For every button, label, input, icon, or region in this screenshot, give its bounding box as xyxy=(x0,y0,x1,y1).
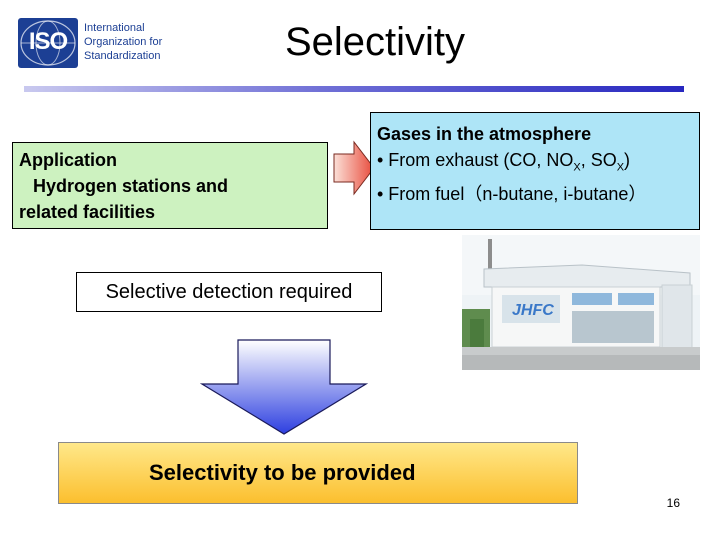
iso-globe-icon xyxy=(18,18,78,68)
iso-symbol: ISO xyxy=(28,28,68,55)
gases-fuel-line: • From fuel（n-butane, i-butane） xyxy=(377,183,647,204)
gases-exhaust-line: • From exhaust (CO, NOX, SOX) xyxy=(377,150,631,174)
application-line-3: related facilities xyxy=(19,202,156,222)
page-number: 16 xyxy=(666,496,680,510)
iso-org-name: International Organization for Standardi… xyxy=(84,21,188,63)
org-line-2: Organization for xyxy=(84,36,163,48)
slide-title: Selectivity xyxy=(284,20,466,64)
arrow-down-icon xyxy=(200,339,368,435)
atmosphere-gases-box: Gases in the atmosphere • From exhaust (… xyxy=(370,112,700,230)
application-line-2: Hydrogen stations and xyxy=(33,176,229,196)
iso-logo: ISO International Organization for Stand… xyxy=(18,18,188,68)
application-box: Application Hydrogen stations and relate… xyxy=(12,142,328,229)
arrow-right-icon xyxy=(333,140,375,196)
org-line-3: Standardization xyxy=(84,50,161,62)
application-line-1: Application xyxy=(19,150,117,170)
gases-heading: Gases in the atmosphere xyxy=(377,124,592,144)
jhfc-sign: JHFC xyxy=(512,302,554,319)
org-line-1: International xyxy=(84,22,145,34)
result-box: Selectivity to be provided xyxy=(58,442,578,504)
hydrogen-station-photo: JHFC xyxy=(462,235,700,370)
title-rule xyxy=(24,86,684,92)
selective-detection-box: Selective detection required xyxy=(76,272,382,312)
